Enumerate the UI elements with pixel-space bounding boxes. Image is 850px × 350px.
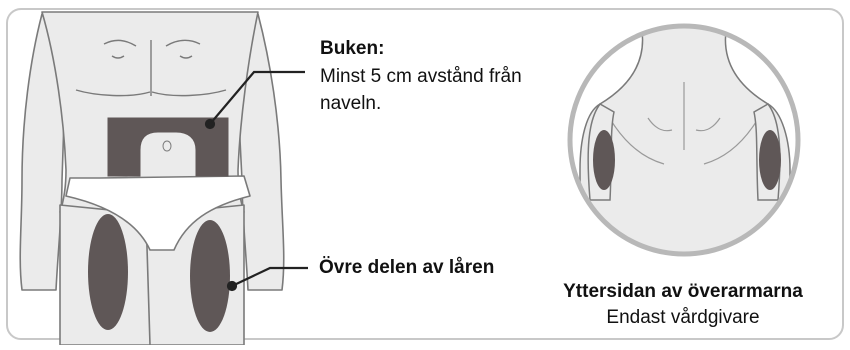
navel xyxy=(163,141,171,151)
front-body-illustration xyxy=(20,12,284,345)
thigh-label: Övre delen av låren xyxy=(319,257,494,279)
left-upper-arm-injection-zone xyxy=(593,130,615,190)
abdomen-label-title: Buken: xyxy=(320,38,384,60)
abdomen-leader-dot xyxy=(206,120,214,128)
thigh-leader-dot xyxy=(228,282,236,290)
upper-arm-label-title: Yttersidan av överarmarna xyxy=(548,281,818,303)
right-upper-arm-injection-zone xyxy=(759,130,781,190)
right-thigh-injection-zone xyxy=(190,220,230,332)
upper-arm-label-note: Endast vårdgivare xyxy=(548,307,818,329)
left-thigh-injection-zone xyxy=(88,214,128,330)
abdomen-label-description: Minst 5 cm avstånd från naveln. xyxy=(320,63,550,117)
